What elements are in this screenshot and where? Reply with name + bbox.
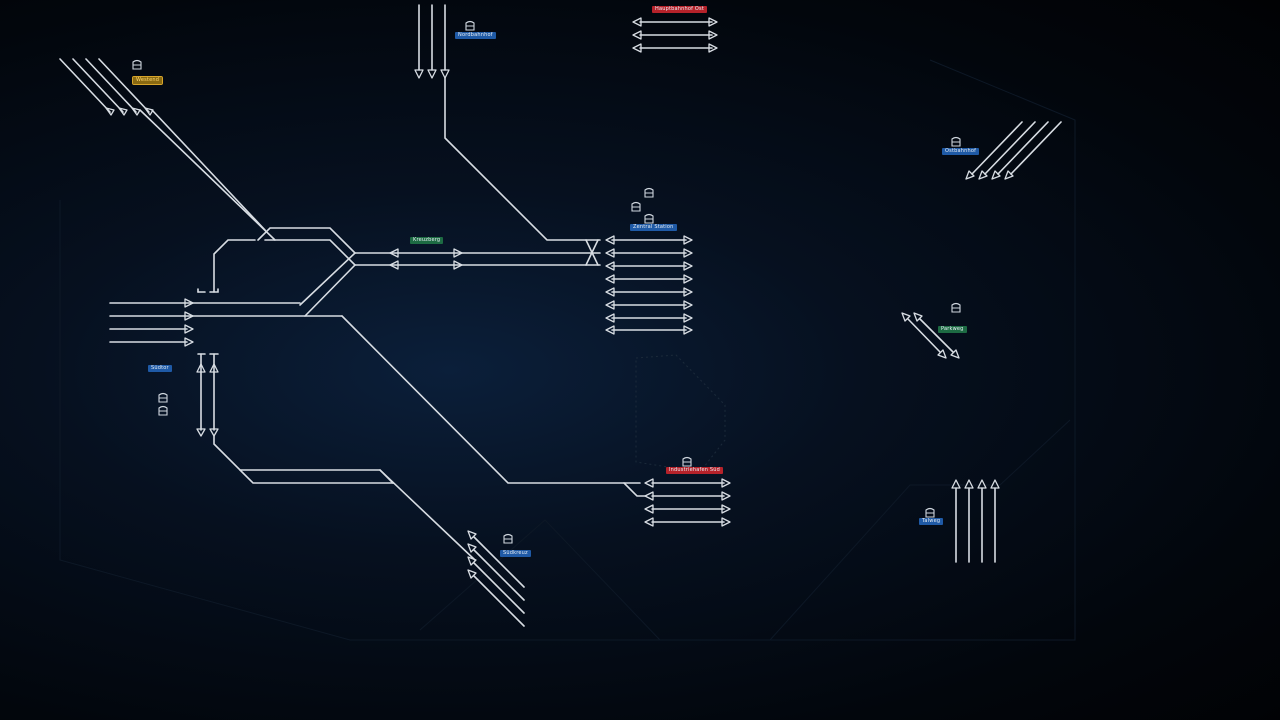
track-end-arrow-icon: [118, 107, 128, 116]
depot-icon[interactable]: [630, 197, 642, 212]
area-boundary: [419, 519, 661, 641]
station-label-top[interactable]: Hauptbahnhof Ost: [652, 6, 707, 13]
station-label-rightmid[interactable]: Parkweg: [938, 326, 967, 333]
station-label-south[interactable]: Südkreuz: [500, 550, 531, 557]
station-label-central[interactable]: Zentral Station: [630, 224, 677, 231]
track-group-southeast[interactable]: [951, 479, 1000, 563]
track-group-top-station[interactable]: [632, 17, 718, 53]
depot-icon[interactable]: [157, 388, 169, 403]
track-group-west[interactable]: [109, 298, 641, 484]
depot-icon[interactable]: [681, 452, 693, 467]
station-label-center[interactable]: Kreuzberg: [410, 237, 444, 244]
station-label-left[interactable]: Südtor: [148, 365, 172, 372]
track-group-south[interactable]: [467, 530, 525, 627]
station-label-southcentral[interactable]: Industriehafen Süd: [666, 467, 724, 474]
depot-icon[interactable]: [464, 16, 476, 31]
track-group-northwest[interactable]: [59, 58, 276, 241]
depot-icon[interactable]: [643, 209, 655, 224]
track-group-central-station[interactable]: [605, 235, 693, 335]
track-group-southcentral[interactable]: [623, 478, 731, 527]
track-group-southwest[interactable]: [196, 353, 476, 561]
station-label-southeast[interactable]: Talweg: [919, 518, 944, 525]
depot-icon[interactable]: [502, 529, 514, 544]
track-group-north[interactable]: [414, 4, 601, 241]
depot-icon[interactable]: [924, 503, 936, 518]
station-label-east[interactable]: Ostbahnhof: [942, 148, 980, 155]
station-label-west[interactable]: Westend: [131, 76, 164, 85]
area-boundary: [769, 419, 1071, 641]
track-group-northeast[interactable]: [965, 121, 1062, 180]
depot-icon[interactable]: [950, 132, 962, 147]
depot-icon[interactable]: [131, 55, 143, 70]
zone-outline: [635, 354, 726, 473]
depot-icon[interactable]: [950, 298, 962, 313]
track-group-east[interactable]: [901, 312, 960, 359]
track-end-arrow-icon: [131, 107, 141, 116]
track-group-junction[interactable]: [197, 227, 601, 317]
track-end-arrow-icon: [105, 107, 115, 116]
area-boundary: [59, 59, 1076, 641]
depot-icon[interactable]: [643, 183, 655, 198]
depot-icon[interactable]: [157, 401, 169, 416]
station-label-north[interactable]: Nordbahnhof: [455, 32, 496, 39]
track-end-arrow-icon: [144, 107, 154, 116]
